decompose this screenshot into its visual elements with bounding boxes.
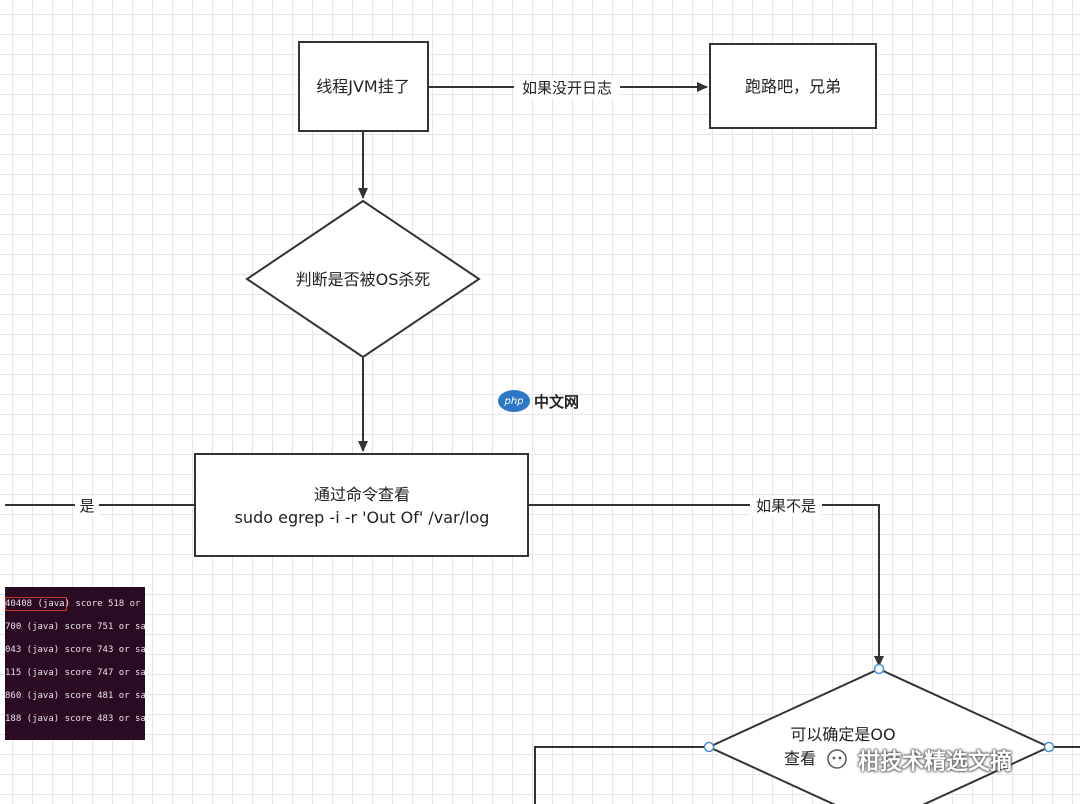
edge-label-if-not-text: 如果不是	[756, 497, 816, 515]
php-watermark: php 中文网	[498, 388, 579, 414]
source-text: 柑技术精选文摘	[858, 750, 1013, 775]
edge-label-yes: 是	[75, 496, 99, 516]
node-check-command-line2: sudo egrep -i -r 'Out Of' /var/log	[235, 508, 490, 527]
terminal-highlight	[5, 597, 67, 611]
php-logo-icon: php	[498, 390, 530, 412]
terminal-line: 043 (java) score 743 or sacr	[5, 645, 145, 655]
terminal-line: 188 (java) score 483 or sacr	[5, 714, 145, 724]
handle-right[interactable]	[1043, 741, 1055, 753]
node-run-away-label: 跑路吧，兄弟	[745, 77, 841, 96]
edge-check-if-not	[528, 504, 884, 667]
node-jvm-crash-label: 线程JVM挂了	[316, 77, 409, 96]
terminal-screenshot: 40408 (java) score 518 or sa 700 (java) …	[5, 587, 145, 740]
node-killed-by-os-label: 判断是否被OS杀死	[296, 270, 431, 289]
edge-label-no-log-text: 如果没开日志	[522, 79, 612, 97]
node-confirm-oom-line1: 可以确定是OO	[790, 725, 895, 744]
terminal-line: 40408 (java) score 518 or sa	[5, 599, 145, 609]
selection-handles[interactable]	[703, 663, 1055, 753]
node-confirm-oom-line2: 查看	[784, 749, 816, 768]
node-killed-by-os[interactable]: 判断是否被OS杀死	[245, 199, 481, 359]
terminal-line: 700 (java) score 751 or sacr	[5, 622, 145, 632]
edge-label-yes-text: 是	[79, 497, 94, 515]
edge-label-no-log: 如果没开日志	[514, 78, 620, 98]
node-run-away[interactable]: 跑路吧，兄弟	[709, 43, 877, 129]
terminal-line: 860 (java) score 481 or sacr	[5, 691, 145, 701]
handle-top[interactable]	[873, 663, 885, 675]
source-badge: 柑技术精选文摘	[826, 740, 1012, 780]
wechat-icon	[827, 749, 847, 769]
edge-label-if-not: 如果不是	[750, 496, 822, 516]
node-confirm-oom[interactable]: 可以确定是OO 查看	[706, 667, 1052, 804]
edge-confirm-left	[534, 746, 709, 804]
node-check-command[interactable]: 通过命令查看 sudo egrep -i -r 'Out Of' /var/lo…	[194, 453, 529, 557]
terminal-line: 115 (java) score 747 or sacr	[5, 668, 145, 678]
handle-left[interactable]	[703, 741, 715, 753]
node-check-command-line1: 通过命令查看	[314, 485, 410, 504]
watermark-text: 中文网	[534, 392, 580, 411]
node-jvm-crash[interactable]: 线程JVM挂了	[298, 41, 429, 132]
